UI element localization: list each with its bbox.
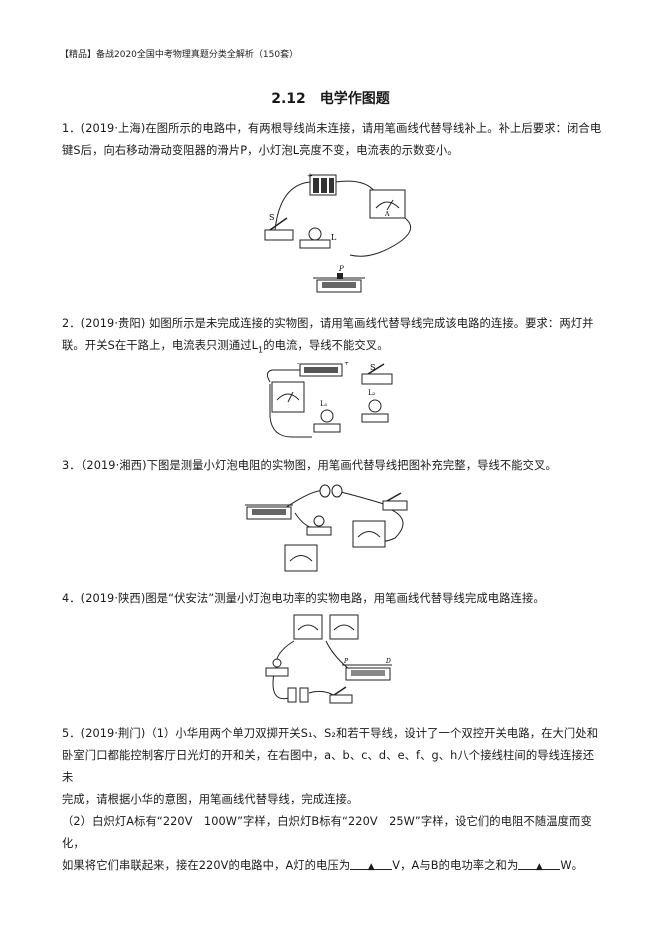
q4-line1: 4．(2019·陕西)图是“伏安法”测量小灯泡电功率的实物电路，用笔画线代替导线… (62, 592, 545, 605)
slider-label: P (338, 265, 344, 273)
section-title: 2.12 电学作图题 (271, 91, 390, 107)
question-5-text: 5．(2019·荆门)（1）小华用两个单刀双掷开关S₁、S₂和若干导线，设计了一… (62, 723, 602, 877)
lamp2-label: L₂ (368, 389, 376, 397)
switch-icon (361, 363, 393, 385)
rheostat-icon (342, 664, 392, 681)
lamp-icon (265, 658, 289, 677)
ammeter-icon (369, 189, 406, 219)
q1-line1: 1．(2019·上海)在图所示的电路中，有两根导线尚未连接，请用笔画线代替导线补… (62, 122, 602, 135)
switch-icon (382, 492, 408, 511)
battery-icon (287, 687, 309, 703)
voltmeter-icon (284, 544, 318, 572)
page-header: 【精品】备战2020全国中考物理真题分类全解析（150套） (60, 50, 299, 60)
q5-line3: 完成，请根据小华的意图，用笔画线代替导线，完成连接。 (62, 793, 359, 806)
q3-line1: 3．（2019·湘西)下图是测量小灯泡电阻的实物图，用笔画代替导线把图补充完整，… (62, 459, 557, 472)
question-1-text: 1．(2019·上海)在图所示的电路中，有两根导线尚未连接，请用笔画线代替导线补… (62, 118, 602, 162)
ammeter-icon (329, 614, 359, 640)
q2-circuit-figure: - + S L₁ L₂ (262, 362, 402, 442)
switch-icon (264, 217, 294, 241)
battery-icon (309, 174, 337, 196)
q1-line2: 键S后，向右移动滑动变阻器的滑片P，小灯泡L亮度不变，电流表的示数变小。 (62, 144, 459, 157)
question-2-text: 2．(2019·贵阳) 如图所示是未完成连接的实物图，请用笔画线代替导线完成该电… (62, 313, 602, 361)
q5-line1: 5．(2019·荆门)（1）小华用两个单刀双掷开关S₁、S₂和若干导线，设计了一… (62, 727, 599, 740)
q5-line2: 卧室门口都能控制客厅日光灯的开和关，在右图中，a、b、c、d、e、f、g、h八个… (62, 749, 595, 784)
switch-label: S (370, 363, 375, 372)
lamp-icon (299, 227, 331, 249)
ammeter-label: A (384, 211, 390, 218)
q5-line4: （2）白炽灯A标有“220V 100W”字样，白炽灯B标有“220V 25W”字… (62, 815, 592, 850)
battery-minus-label: - (297, 362, 299, 367)
q1-circuit-figure: + A S L P (255, 170, 425, 305)
question-4-text: 4．(2019·陕西)图是“伏安法”测量小灯泡电功率的实物电路，用笔画线代替导线… (62, 588, 602, 610)
lamp-icon (361, 399, 389, 423)
answer-blank-power[interactable]: ▲ (518, 855, 561, 872)
switch-icon (329, 686, 353, 704)
lamp-label: L (331, 233, 337, 242)
battery-icon (319, 484, 343, 498)
q3-circuit-figure (245, 483, 415, 575)
battery-plus-label: + (307, 172, 313, 180)
rheostat-p-label: P (343, 658, 349, 665)
rheostat-icon (313, 273, 365, 293)
q2-line2: 联。开关S在干路上，电流表只测通过L1的电流，导线不能交叉。 (62, 339, 389, 355)
battery-plus-label: + (344, 362, 349, 367)
battery-icon (299, 363, 343, 377)
voltmeter-icon (293, 614, 323, 640)
ammeter-icon (271, 381, 305, 413)
lamp-icon (306, 515, 332, 536)
q2-line1: 2．(2019·贵阳) 如图所示是未完成连接的实物图，请用笔画线代替导线完成该电… (62, 317, 594, 330)
q5-line5: 如果将它们串联起来，接在220V的电路中，A灯的电压为▲V，A与B的电功率之和为… (62, 855, 602, 877)
ammeter-icon (352, 520, 386, 548)
rheostat-icon (245, 504, 293, 520)
switch-label: S (269, 213, 274, 222)
q4-circuit-figure: P D (264, 613, 394, 713)
lamp1-label: L₁ (320, 400, 328, 408)
question-3-text: 3．（2019·湘西)下图是测量小灯泡电阻的实物图，用笔画代替导线把图补充完整，… (62, 455, 602, 477)
lamp-icon (313, 409, 341, 433)
answer-blank-voltage[interactable]: ▲ (350, 855, 393, 872)
rheostat-d-label: D (385, 658, 391, 665)
